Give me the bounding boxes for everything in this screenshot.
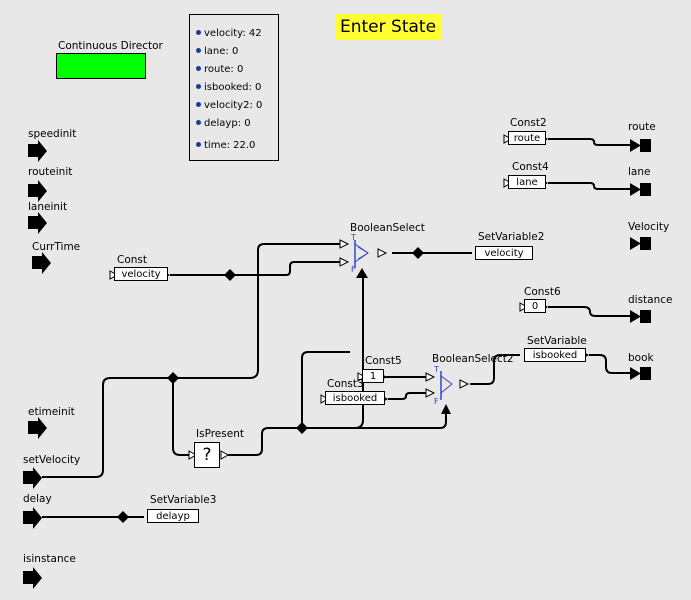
setvariable2-name: SetVariable2 (478, 231, 545, 243)
wire-ispresent-to-select2-control (302, 412, 447, 429)
port-distance-label: distance (628, 294, 673, 306)
wire-const-to-select-false (170, 261, 340, 276)
port-book-label: book (628, 352, 654, 364)
port-delay-label: delay (23, 493, 52, 505)
booleanselect-false-label: F (351, 265, 356, 274)
bullet-icon (196, 48, 201, 53)
const-actor[interactable]: velocity (114, 267, 168, 281)
port-laneinit-label: laneinit (28, 201, 68, 213)
junction-setvelocity (167, 372, 179, 384)
wire-const2-to-route (548, 138, 630, 146)
const2-actor[interactable]: route (508, 131, 546, 145)
const-name: Const (117, 254, 147, 266)
wire-const3-to-select2-false (388, 392, 426, 400)
port-isinstance-icon[interactable] (23, 567, 42, 589)
const5-actor[interactable]: 1 (362, 369, 384, 383)
director-label: Continuous Director (58, 40, 163, 52)
booleanselect-icon[interactable] (339, 239, 388, 268)
const3-name: Const3 (327, 378, 364, 390)
wire-select2-to-setvariable (470, 354, 520, 385)
booleanselect2-name: BooleanSelect2 (432, 353, 514, 365)
port-lane-icon[interactable] (630, 183, 651, 196)
booleanselect2-icon[interactable] (425, 371, 470, 400)
wire-const4-to-lane (548, 182, 630, 190)
junction-const (224, 269, 236, 281)
bullet-icon (196, 30, 201, 35)
junction-ispresent (296, 422, 308, 434)
ispresent-name: IsPresent (196, 428, 244, 440)
port-routeinit-icon[interactable] (28, 180, 47, 202)
port-velocity-icon[interactable] (630, 237, 651, 250)
setvariable-actor[interactable]: isbooked (524, 348, 586, 362)
port-speedinit-icon[interactable] (28, 140, 47, 162)
wire-setvariable-to-book (589, 354, 630, 374)
monitor-row: isbooked: 0 (196, 82, 261, 94)
port-velocity-label: Velocity (628, 221, 670, 233)
port-delay-icon[interactable] (23, 507, 42, 529)
monitor-row: velocity2: 0 (196, 100, 262, 112)
port-lane-label: lane (628, 166, 651, 178)
port-route-icon[interactable] (630, 139, 651, 152)
const6-name: Const6 (524, 286, 561, 298)
port-laneinit-icon[interactable] (28, 212, 47, 234)
monitor-display[interactable]: velocity: 42 lane: 0 route: 0 isbooked: … (189, 14, 279, 161)
const5-name: Const5 (365, 355, 402, 367)
wire-junction-to-ispresent (172, 378, 194, 456)
port-route-label: route (628, 121, 656, 133)
bullet-icon (196, 142, 201, 147)
port-speedinit-label: speedinit (28, 128, 77, 140)
port-distance-icon[interactable] (630, 310, 651, 323)
monitor-row: time: 22.0 (196, 140, 255, 152)
port-currtime-icon[interactable] (32, 252, 51, 274)
port-etimeinit-label: etimeinit (28, 406, 75, 418)
continuous-director[interactable] (56, 53, 146, 79)
booleanselect2-true-label: T (434, 365, 439, 374)
junction-select (412, 247, 424, 259)
booleanselect-true-label: T (351, 233, 356, 242)
booleanselect-name: BooleanSelect (350, 222, 425, 234)
wire-setvelocity-to-select-true (42, 243, 340, 478)
monitor-row: route: 0 (196, 64, 243, 76)
wire-trigger-up (301, 351, 350, 428)
bullet-icon (196, 120, 201, 125)
monitor-row: delayp: 0 (196, 118, 251, 130)
const6-actor[interactable]: 0 (524, 299, 546, 313)
port-book-icon[interactable] (630, 367, 651, 380)
port-routeinit-label: routeinit (28, 166, 73, 178)
setvariable3-name: SetVariable3 (150, 494, 217, 506)
port-etimeinit-icon[interactable] (28, 417, 47, 439)
booleanselect2-false-label: F (434, 397, 439, 406)
const3-actor[interactable]: isbooked (325, 391, 385, 405)
setvariable3-actor[interactable]: delayp (147, 509, 199, 523)
monitor-row: lane: 0 (196, 46, 238, 58)
port-setvelocity-label: setVelocity (23, 454, 81, 466)
bullet-icon (196, 84, 201, 89)
setvariable-name: SetVariable (527, 335, 587, 347)
const2-name: Const2 (510, 117, 547, 129)
port-isinstance-label: isinstance (23, 553, 76, 565)
bullet-icon (196, 102, 201, 107)
page-title: Enter State (335, 14, 442, 40)
ispresent-actor[interactable]: ? (194, 442, 220, 468)
bullet-icon (196, 66, 201, 71)
port-currtime-label: CurrTime (32, 241, 81, 253)
wire-ispresent-to-select-control (228, 276, 364, 456)
junction-delay (117, 511, 129, 523)
monitor-row: velocity: 42 (196, 28, 262, 40)
setvariable2-actor[interactable]: velocity (475, 246, 533, 260)
wire-const6-to-distance (548, 306, 630, 317)
const4-name: Const4 (512, 161, 549, 173)
const4-actor[interactable]: lane (508, 175, 546, 189)
port-setvelocity-icon[interactable] (23, 467, 42, 489)
